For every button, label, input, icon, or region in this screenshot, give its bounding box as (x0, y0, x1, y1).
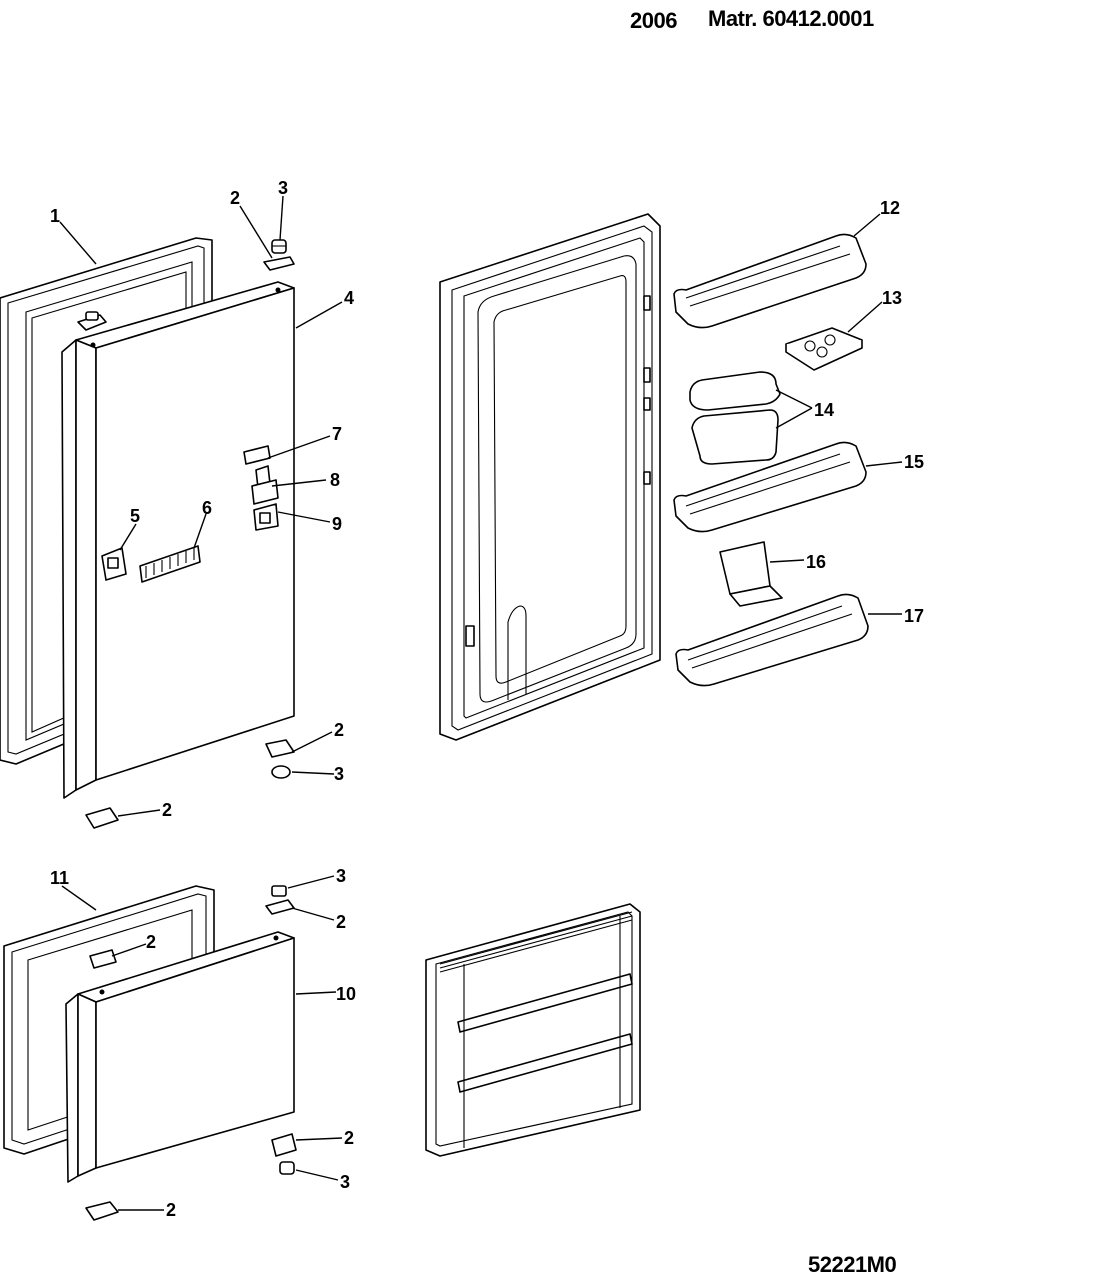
callout-3: 3 (278, 178, 288, 198)
callout-2: 2 (334, 720, 344, 740)
fridge-door-liner (439, 213, 661, 741)
egg-tray-13 (785, 327, 863, 371)
upper-door-panel (61, 281, 295, 799)
callout-4: 4 (344, 288, 354, 308)
freezer-door-liner (425, 903, 641, 1157)
lower-door-hinges (85, 885, 297, 1221)
door-shelf-12 (673, 233, 867, 329)
callout-17: 17 (904, 606, 924, 626)
callout-3: 3 (336, 866, 346, 886)
upper-door-hinge-top (77, 239, 295, 331)
header-matr-number: Matr. 60412.0001 (708, 6, 874, 31)
lower-door-panel (65, 931, 295, 1183)
callout-5: 5 (130, 506, 140, 526)
callout-2: 2 (162, 800, 172, 820)
callout-8: 8 (330, 470, 340, 490)
callout-15: 15 (904, 452, 924, 472)
callout-9: 9 (332, 514, 342, 534)
callout-1: 1 (50, 206, 60, 226)
callout-12: 12 (880, 198, 900, 218)
door-fitting-parts (101, 445, 279, 583)
callout-3: 3 (340, 1172, 350, 1192)
callout-7: 7 (332, 424, 342, 444)
upper-door-hinge-bottom (85, 739, 295, 829)
callout-11: 11 (50, 868, 69, 888)
callout-2: 2 (166, 1200, 176, 1220)
callout-6: 6 (202, 498, 212, 518)
callout-16: 16 (806, 552, 826, 572)
callout-3: 3 (334, 764, 344, 784)
callout-leader-lines (59, 195, 903, 1211)
callout-2: 2 (344, 1128, 354, 1148)
callout-2: 2 (146, 932, 156, 952)
bottle-holder-16 (719, 541, 783, 607)
header-year: 2006 (630, 8, 677, 33)
callout-14: 14 (814, 400, 834, 420)
callout-13: 13 (882, 288, 902, 308)
door-shelf-15 (673, 441, 867, 533)
callout-numbers: 1 2 3 4 5 6 7 8 9 2 3 2 11 2 3 2 10 2 3 … (50, 178, 924, 1220)
callout-10: 10 (336, 984, 356, 1004)
callout-2: 2 (230, 188, 240, 208)
callout-2: 2 (336, 912, 346, 932)
door-shelf-17 (675, 593, 869, 687)
butter-box-14 (689, 371, 781, 465)
footer-drawing-code: 52221M0 (808, 1252, 897, 1277)
